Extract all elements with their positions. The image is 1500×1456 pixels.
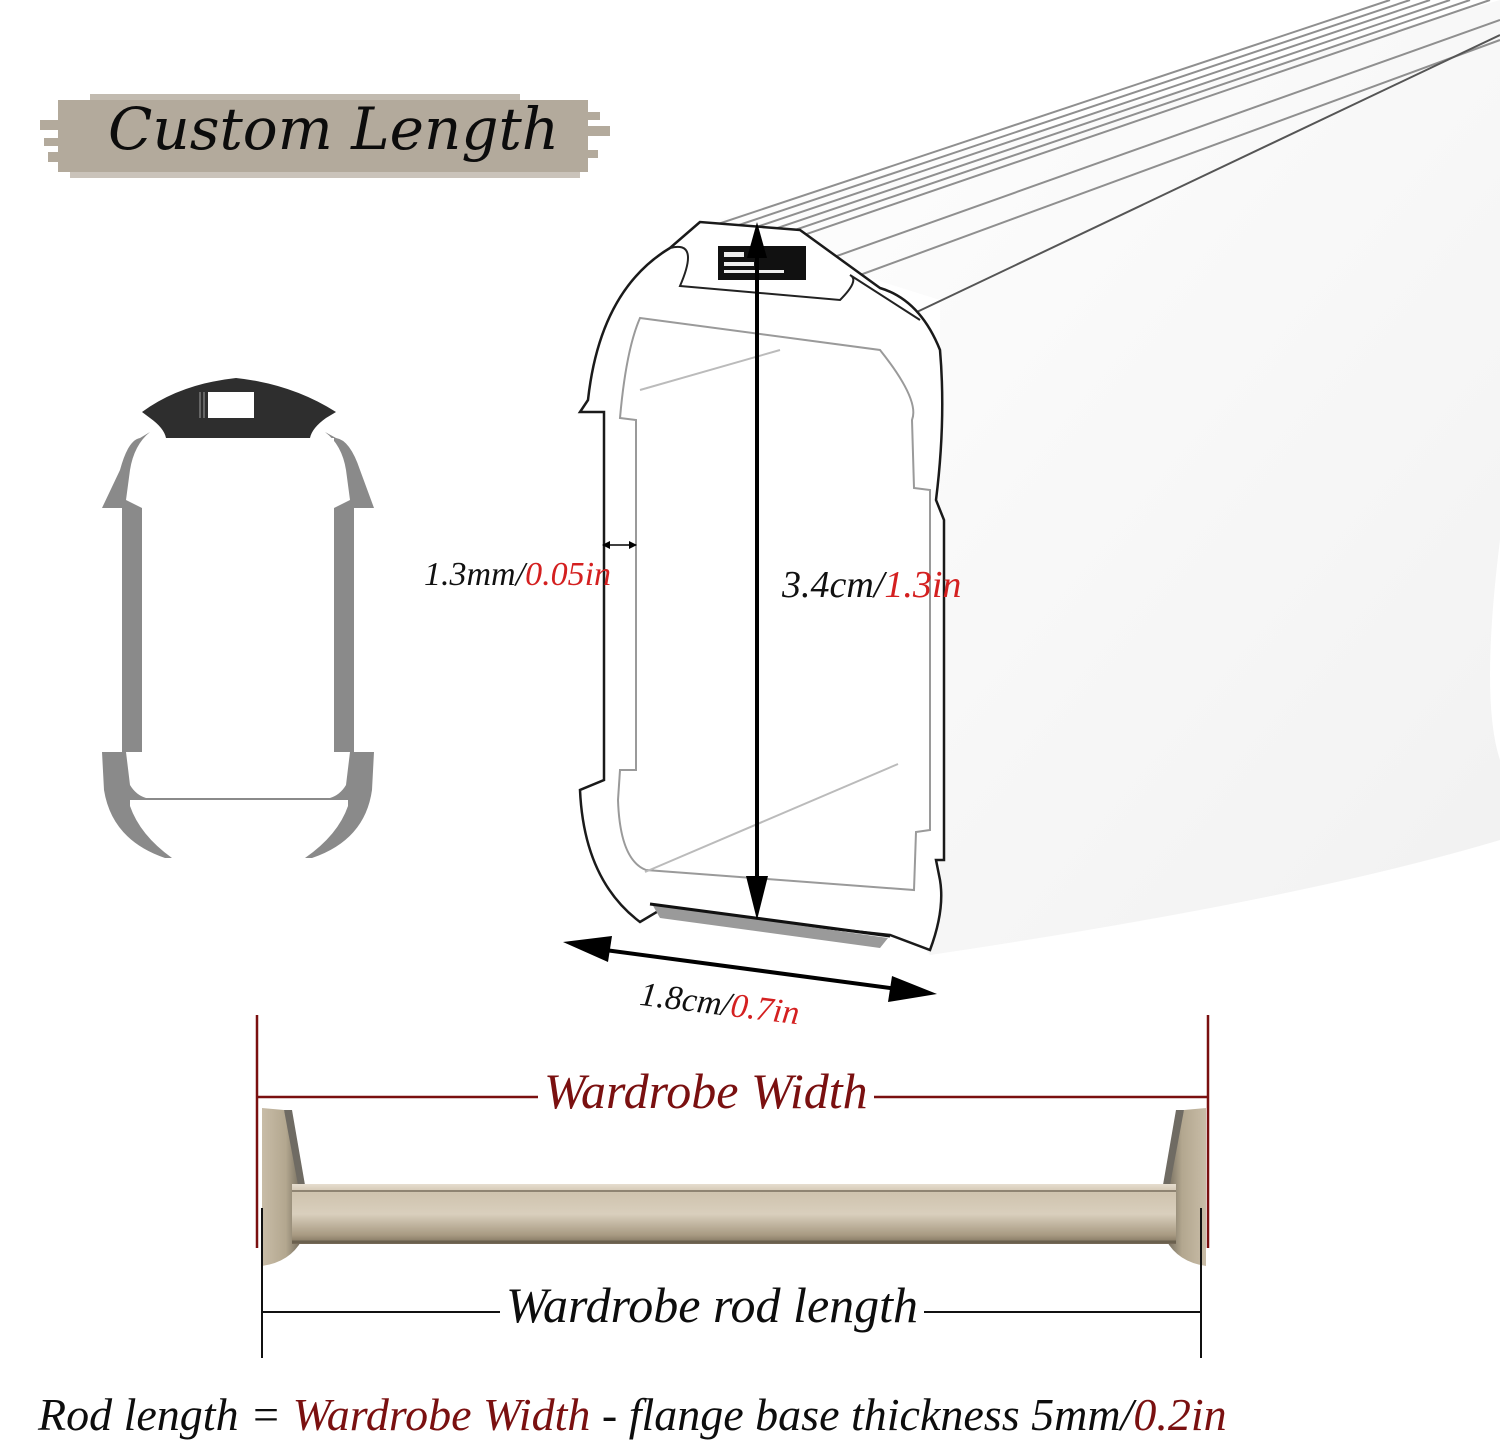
- formula-part-wardrobe-width: Wardrobe Width: [292, 1389, 591, 1440]
- height-label: 3.4cm/1.3in: [782, 566, 961, 604]
- rod-length-formula: Rod length = Wardrobe Width - flange bas…: [38, 1392, 1227, 1438]
- formula-part-rod-length: Rod length =: [38, 1389, 293, 1440]
- wardrobe-rod: [262, 1108, 1206, 1266]
- height-dimension-arrow: [746, 222, 768, 920]
- height-metric: 3.4cm/: [782, 564, 885, 606]
- custom-length-badge: Custom Length: [108, 95, 560, 163]
- profile-3d-extrusion: [577, 0, 1500, 955]
- wardrobe-width-label: Wardrobe Width: [538, 1066, 874, 1116]
- height-imperial: 1.3in: [884, 564, 962, 606]
- wall-thickness-metric: 1.3mm/: [424, 556, 526, 593]
- profile-cross-section: [102, 378, 374, 858]
- badge-brush-stroke: [40, 94, 610, 178]
- wardrobe-rod-length-label: Wardrobe rod length: [500, 1280, 925, 1330]
- width-dimension-arrow: [563, 936, 937, 1002]
- wall-thickness-arrow: [602, 541, 637, 549]
- formula-part-imperial: 0.2in: [1133, 1389, 1227, 1440]
- wall-thickness-label: 1.3mm/0.05in: [424, 558, 611, 592]
- wall-thickness-imperial: 0.05in: [525, 556, 612, 593]
- formula-part-flange: - flange base thickness 5mm/: [590, 1389, 1134, 1440]
